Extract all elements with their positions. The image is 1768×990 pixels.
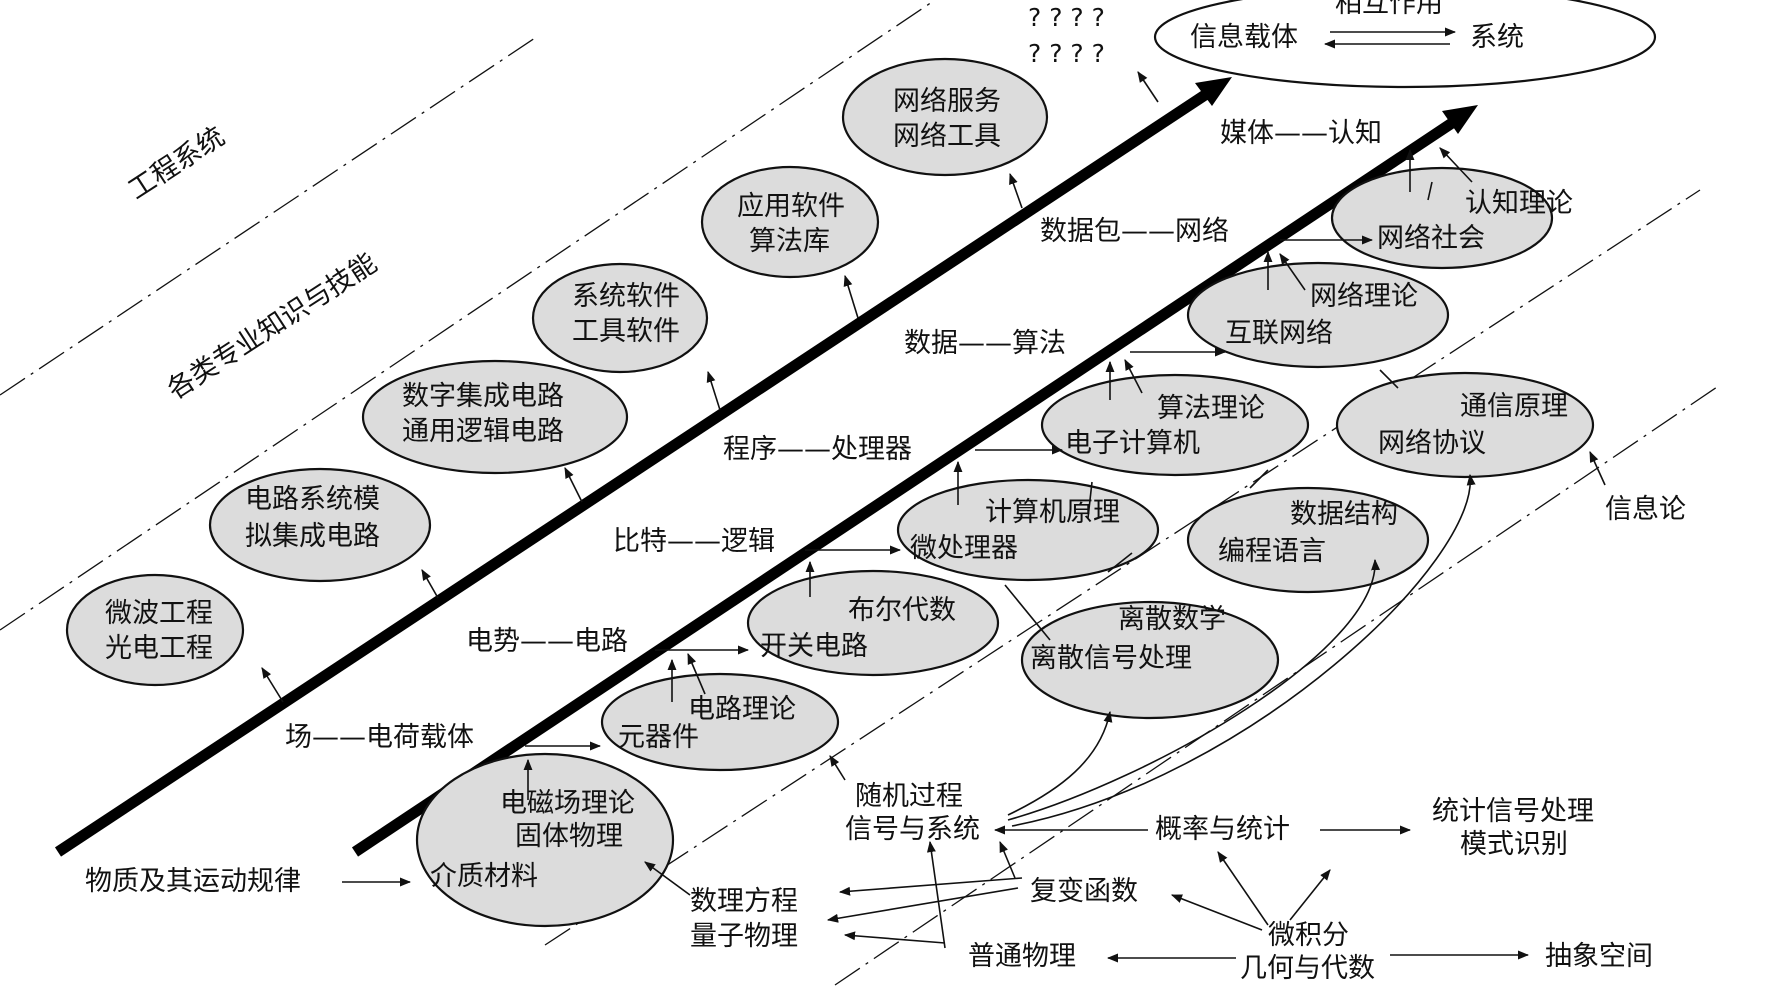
- oval-app-software: 应用软件 算法库: [700, 165, 880, 279]
- foundation-calculus-1: 微积分: [1268, 920, 1349, 951]
- foundation-math-eq-2: 量子物理: [690, 921, 798, 952]
- oval-system-software: 系统软件 工具软件: [531, 262, 709, 374]
- main-arrow-lower-head: [1442, 105, 1478, 134]
- pair-potential: 电势——电路: [466, 626, 628, 657]
- oval-internet-line2: 互联网络: [1225, 318, 1333, 349]
- pair-labels: 场——电荷载体 电势——电路 比特——逻辑 程序——处理器 数据——算法 数据包…: [285, 118, 1382, 753]
- foundation-random-2: 信号与系统: [845, 814, 980, 845]
- unknown-row-1: ? ? ? ?: [1028, 3, 1105, 32]
- oval-app-software-line2: 算法库: [749, 226, 830, 257]
- oval-network-protocol-line1: 通信原理: [1460, 391, 1568, 422]
- main-arrow-upper-head: [1195, 77, 1232, 106]
- oval-network-protocol-line2: 网络协议: [1378, 428, 1486, 459]
- oval-digital-ic: 数字集成电路 通用逻辑电路: [361, 359, 629, 475]
- oval-data-structure-line2: 编程语言: [1218, 536, 1326, 567]
- oval-microprocessor-line1: 计算机原理: [985, 497, 1120, 528]
- oval-network-society: 认知理论 网络社会: [1330, 166, 1573, 270]
- oval-data-structure: 数据结构 编程语言: [1186, 486, 1430, 594]
- top-oval-right: 系统: [1470, 22, 1524, 53]
- oval-em-theory: 电磁场理论 固体物理 介质材料: [415, 752, 675, 928]
- foundation-probability: 概率与统计: [1155, 814, 1290, 845]
- oval-switch-circuit-line1: 布尔代数: [848, 595, 956, 626]
- oval-internet: 网络理论 互联网络: [1186, 261, 1450, 369]
- pair-field: 场——电荷载体: [285, 722, 474, 753]
- separator-line-4: [834, 384, 1721, 986]
- oval-em-theory-line2: 固体物理: [515, 821, 623, 852]
- foundation-calculus-2: 几何与代数: [1240, 953, 1375, 984]
- oval-circuit-theory: 电路理论 元器件: [600, 672, 840, 772]
- main-arrows: [54, 77, 1478, 857]
- pair-media: 媒体——认知: [1220, 118, 1382, 149]
- pair-data: 数据——算法: [904, 328, 1066, 359]
- oval-circuit-system-line2: 拟集成电路: [245, 521, 380, 552]
- oval-data-structure-line1: 数据结构: [1290, 499, 1398, 530]
- oval-computer-line2: 电子计算机: [1065, 428, 1200, 459]
- oval-circuit-system-line1: 电路系统模: [245, 484, 380, 515]
- separator-line-2: [0, 0, 936, 631]
- foundation-stat-sp-2: 模式识别: [1460, 829, 1568, 860]
- foundations: 物质及其运动规律 随机过程 信号与系统 概率与统计 统计信号处理 模式识别 复变…: [85, 473, 1686, 984]
- oval-microprocessor: 计算机原理 微处理器: [896, 478, 1160, 582]
- oval-circuit-system: 电路系统模 拟集成电路: [208, 467, 432, 583]
- oval-computer: 算法理论 电子计算机: [1040, 373, 1310, 477]
- oval-microwave-line1: 微波工程: [105, 598, 213, 629]
- zone-label-skills: 各类专业知识与技能: [162, 248, 383, 406]
- oval-circuit-theory-line1: 电路理论: [688, 694, 796, 725]
- oval-microwave-line2: 光电工程: [105, 633, 213, 664]
- oval-discrete-math-line2: 离散信号处理: [1030, 643, 1192, 674]
- foundation-abstract: 抽象空间: [1545, 941, 1653, 972]
- foundation-matter: 物质及其运动规律: [85, 866, 301, 897]
- oval-app-software-line1: 应用软件: [737, 191, 845, 222]
- foundation-math-eq-1: 数理方程: [690, 886, 798, 917]
- foundation-physics: 普通物理: [968, 941, 1076, 972]
- main-arrow-lower: [351, 118, 1456, 857]
- oval-network-service: 网络服务 网络工具: [841, 57, 1049, 177]
- pair-packet: 数据包——网络: [1040, 216, 1229, 247]
- oval-microwave: 微波工程 光电工程: [65, 573, 245, 687]
- oval-em-theory-line1: 电磁场理论: [500, 788, 635, 819]
- pair-bit: 比特——逻辑: [613, 526, 775, 557]
- separator-line-3: [544, 189, 1701, 946]
- foundation-info-theory: 信息论: [1605, 494, 1686, 525]
- oval-microprocessor-line2: 微处理器: [910, 533, 1018, 564]
- oval-digital-ic-line1: 数字集成电路: [402, 381, 564, 412]
- oval-system-software-line1: 系统软件: [572, 281, 680, 312]
- oval-network-society-line2: 网络社会: [1377, 223, 1485, 254]
- oval-system-software-line2: 工具软件: [572, 316, 680, 347]
- arrow-to-unknowns: [1137, 71, 1159, 103]
- main-arrow-upper: [54, 90, 1209, 857]
- foundation-complex: 复变函数: [1030, 876, 1138, 907]
- oval-discrete-math-line1: 离散数学: [1118, 604, 1226, 635]
- oval-network-service-line1: 网络服务: [893, 86, 1001, 117]
- oval-switch-circuit: 布尔代数 开关电路: [746, 569, 1000, 677]
- top-interaction-oval: 信息载体 相互作用 系统: [1153, 0, 1657, 89]
- theory-arrows: [523, 147, 1606, 800]
- foundation-random-1: 随机过程: [855, 781, 963, 812]
- oval-digital-ic-line2: 通用逻辑电路: [402, 416, 564, 447]
- oval-circuit-theory-line2: 元器件: [618, 722, 699, 753]
- oval-network-protocol: 通信原理 网络协议: [1335, 371, 1595, 479]
- oval-em-theory-line3: 介质材料: [430, 861, 538, 892]
- zone-label-engineering: 工程系统: [123, 121, 230, 206]
- engineering-arrows: [261, 172, 1023, 703]
- oval-switch-circuit-line2: 开关电路: [760, 631, 868, 662]
- top-oval-left: 信息载体: [1190, 22, 1298, 53]
- theory-ovals: 电磁场理论 固体物理 介质材料 电路理论 元器件 布尔代数 开关电路 计算机原理…: [415, 166, 1595, 928]
- oval-network-society-line1: 认知理论: [1465, 188, 1573, 219]
- pair-program: 程序——处理器: [723, 434, 912, 465]
- separator-line-1: [0, 37, 536, 396]
- oval-network-service-line2: 网络工具: [893, 121, 1001, 152]
- oval-internet-line1: 网络理论: [1310, 281, 1418, 312]
- oval-computer-line1: 算法理论: [1157, 393, 1265, 424]
- unknown-row-2: ? ? ? ?: [1028, 39, 1105, 68]
- foundation-stat-sp-1: 统计信号处理: [1432, 796, 1594, 827]
- zone-separators: [0, 0, 1721, 986]
- top-oval-middle: 相互作用: [1335, 0, 1443, 19]
- engineering-ovals: 微波工程 光电工程 电路系统模 拟集成电路 数字集成电路 通用逻辑电路 系统软件…: [65, 57, 1049, 687]
- oval-discrete-math: 离散数学 离散信号处理: [1020, 600, 1280, 720]
